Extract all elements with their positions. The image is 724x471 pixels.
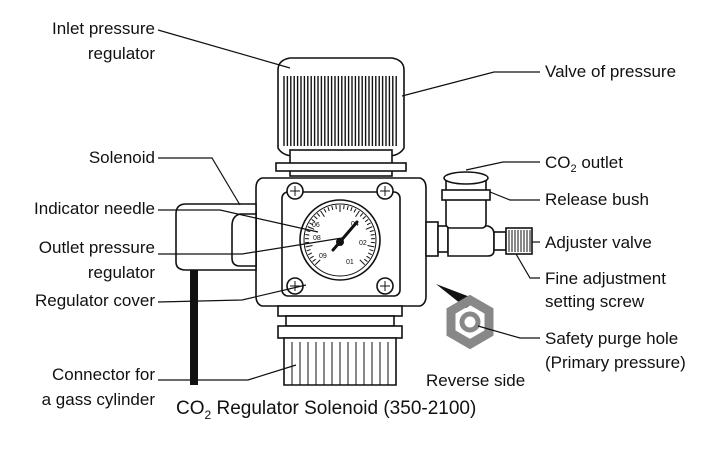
gauge-tick bbox=[365, 226, 373, 230]
solenoid-cable bbox=[190, 270, 198, 385]
gauge-tick bbox=[369, 249, 374, 252]
label-adjuster-valve: Adjuster valve bbox=[545, 233, 652, 252]
connector-grooves bbox=[291, 342, 389, 385]
gauge-tick bbox=[327, 206, 330, 212]
gauge-tick bbox=[369, 230, 374, 233]
gauge-tick bbox=[359, 213, 364, 217]
gauge-tick bbox=[314, 259, 321, 266]
solenoid bbox=[175, 203, 257, 385]
gauge-tick bbox=[331, 205, 334, 210]
label-regulator-cover: Regulator cover bbox=[35, 291, 155, 310]
gauge-tick bbox=[367, 252, 372, 256]
gauge-tick bbox=[305, 234, 310, 236]
cover-screw bbox=[286, 182, 304, 200]
gauge-tick bbox=[346, 205, 349, 210]
gauge-tick bbox=[323, 208, 327, 213]
gauge-tick bbox=[350, 206, 353, 212]
knob-knurling bbox=[283, 76, 397, 146]
gauge-tick bbox=[355, 210, 360, 217]
gauge-tick bbox=[306, 249, 311, 252]
outlet-assembly bbox=[425, 171, 533, 257]
label-indicator-needle: Indicator needle bbox=[34, 199, 155, 218]
labels: Inlet pressure regulator Solenoid Indica… bbox=[34, 19, 686, 422]
gauge-tick bbox=[312, 258, 316, 263]
indicator-needle bbox=[331, 220, 359, 252]
gauge-tick bbox=[309, 222, 314, 226]
needle-hub bbox=[336, 238, 344, 246]
gauge-number: 09 bbox=[319, 253, 327, 260]
gauge-tick bbox=[364, 258, 368, 263]
adjuster-knurling bbox=[508, 230, 531, 252]
gauge-tick bbox=[306, 230, 311, 233]
pressure-gauge: 06 08 09 02 01 04 bbox=[299, 199, 381, 281]
gauge-tick bbox=[370, 234, 375, 236]
purge-hex-nut bbox=[446, 294, 494, 350]
gauge-tick bbox=[364, 219, 369, 223]
gauge-tick bbox=[366, 255, 371, 259]
gauge-tick bbox=[362, 215, 367, 220]
purge-hole-icon bbox=[459, 311, 481, 333]
gauge-tick-marks bbox=[305, 205, 375, 266]
label-release-bush: Release bush bbox=[545, 190, 649, 209]
label-connector-2: a gass cylinder bbox=[42, 390, 156, 409]
gauge-tick bbox=[308, 252, 313, 256]
cover-screw bbox=[376, 277, 394, 295]
diagram-caption: CO2 Regulator Solenoid (350-2100) bbox=[176, 398, 476, 422]
label-reverse-side: Reverse side bbox=[426, 371, 525, 390]
gauge-tick bbox=[305, 244, 313, 248]
safety-purge-hole-inset bbox=[436, 284, 494, 350]
label-fine-adjustment: Fine adjustment bbox=[545, 269, 666, 288]
gauge-tick bbox=[313, 215, 318, 220]
gauge-tick bbox=[307, 226, 315, 230]
inlet-pressure-knob bbox=[275, 57, 407, 177]
gauge-tick bbox=[320, 210, 325, 217]
gauge-tick bbox=[316, 213, 321, 217]
label-valve-of-pressure: Valve of pressure bbox=[545, 62, 676, 81]
label-safety-purge-hole-2: (Primary pressure) bbox=[545, 353, 686, 372]
leader-lines bbox=[157, 29, 540, 381]
gauge-tick bbox=[353, 208, 357, 213]
label-safety-purge-hole: Safety purge hole bbox=[545, 329, 678, 348]
gauge-tick bbox=[309, 255, 314, 259]
label-co2-outlet: CO2 outlet bbox=[545, 153, 623, 175]
cover-screw bbox=[376, 182, 394, 200]
gauge-tick bbox=[311, 219, 316, 223]
label-inlet-pressure-regulator: Inlet pressure bbox=[52, 19, 155, 38]
label-fine-adjustment-2: setting screw bbox=[545, 292, 645, 311]
gauge-number: 08 bbox=[313, 235, 321, 242]
gauge-tick bbox=[366, 222, 371, 226]
label-inlet-pressure-regulator-2: regulator bbox=[88, 44, 155, 63]
label-outlet-pressure-regulator: Outlet pressure bbox=[39, 238, 155, 257]
gauge-tick bbox=[359, 259, 366, 266]
gauge-number: 02 bbox=[359, 240, 367, 247]
gauge-tick bbox=[367, 244, 375, 248]
label-solenoid: Solenoid bbox=[89, 148, 155, 167]
label-connector: Connector for bbox=[52, 365, 155, 384]
label-outlet-pressure-regulator-2: regulator bbox=[88, 263, 155, 282]
gauge-number: 06 bbox=[312, 222, 320, 229]
cylinder-connector bbox=[277, 305, 403, 386]
gauge-number: 01 bbox=[346, 259, 354, 266]
